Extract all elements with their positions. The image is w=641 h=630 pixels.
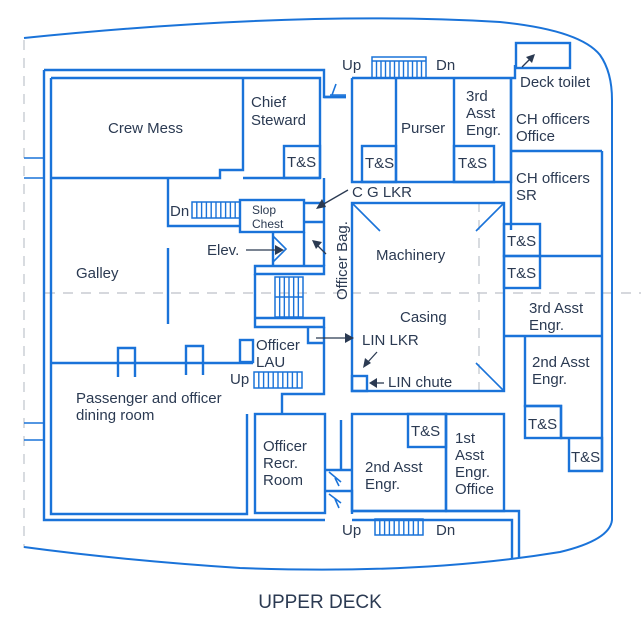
cg-lkr-arrow <box>316 189 349 209</box>
officer-lau-cabinet <box>238 338 255 364</box>
room-label-galley: Galley <box>76 265 119 282</box>
ts-label: T&S <box>528 416 557 433</box>
purser-ts-room <box>360 144 398 184</box>
machinery-casing <box>350 201 506 393</box>
room-label-2nd-asst-engr-bottom: 2nd Asst Engr. <box>365 459 427 493</box>
deck-title: UPPER DECK <box>258 592 382 613</box>
room-label-officer-lau: Officer LAU <box>256 337 304 371</box>
crew-mess-wall <box>51 78 245 180</box>
central-stair-enclosure <box>253 264 326 276</box>
ts-label: T&S <box>571 449 600 466</box>
room-label-slop-chest: Slop Chest <box>252 203 284 231</box>
room-label-3rd-asst-engr-right: 3rd Asst Engr. <box>529 300 587 334</box>
room-label-officer-bag: Officer Bag. <box>334 221 351 300</box>
callout-lin-chute: LIN chute <box>388 374 452 391</box>
stair-label-up: Up <box>342 522 361 539</box>
officer-lau-wall <box>280 327 326 414</box>
top-stair-rungs <box>372 60 426 78</box>
room-label-3rd-asst-engr: 3rd Asst Engr. <box>466 88 501 139</box>
room-label-machinery: Machinery <box>376 247 446 264</box>
door-icon <box>328 471 342 487</box>
ts-room-right-3 <box>523 404 563 440</box>
elevator-door-icon <box>272 235 288 263</box>
deck-toilet-room <box>514 41 572 70</box>
callout-lin-lkr: LIN LKR <box>362 332 419 349</box>
stair-label-dn: Dn <box>170 203 189 220</box>
third-asst-ts-room <box>452 144 496 184</box>
inner-wall-left <box>51 76 322 178</box>
ts-label: T&S <box>458 155 487 172</box>
ts-label: T&S <box>507 233 536 250</box>
lin-chute-box <box>350 374 369 393</box>
inner-wall-left-vertical <box>49 78 249 516</box>
callout-elev: Elev. <box>207 242 239 259</box>
elevator-shaft <box>271 232 306 266</box>
room-label-ch-officers-sr: CH officers SR <box>516 170 594 204</box>
stair-label-dn: Dn <box>436 522 455 539</box>
officer-bag-arrow <box>312 240 327 255</box>
callout-cg-lkr: C G LKR <box>352 184 412 201</box>
lin-lkr-arrow <box>316 333 354 343</box>
ts-label: T&S <box>287 154 316 171</box>
cg-lkr-wall <box>304 178 326 266</box>
stair-label-up: Up <box>342 57 361 74</box>
ts-label: T&S <box>365 155 394 172</box>
room-label-officer-recr: Officer Recr. Room <box>263 438 311 489</box>
outer-wall <box>44 68 346 99</box>
bottom-corridor-wall <box>352 509 521 558</box>
casing-corner-mark <box>351 202 505 392</box>
galley-stair-wall <box>166 178 240 228</box>
deck-toilet-arrow <box>521 54 535 68</box>
elev-arrow <box>246 245 284 255</box>
officer-recr-room <box>253 412 327 515</box>
stair-label-dn: Dn <box>436 57 455 74</box>
room-label-deck-toilet: Deck toilet <box>520 74 591 91</box>
room-label-casing: Casing <box>400 309 447 326</box>
chief-steward-ts-room <box>282 144 322 180</box>
room-label-1st-asst-engr-office: 1st Asst Engr. Office <box>455 430 494 498</box>
dining-counter <box>184 344 205 375</box>
lau-stair-rungs <box>258 372 298 388</box>
dining-counter <box>116 346 137 377</box>
door-icon <box>328 493 342 509</box>
galley-stair-rungs <box>196 202 236 218</box>
room-label-crew-mess: Crew Mess <box>108 120 183 137</box>
door-icon <box>330 83 346 96</box>
ts-label: T&S <box>507 265 536 282</box>
room-label-chief-steward: Chief Steward <box>251 94 306 129</box>
bottom-stair-rungs <box>379 519 419 535</box>
room-label-dining: Passenger and officer dining room <box>76 390 226 424</box>
central-stair-rungs <box>275 277 303 317</box>
ts-label: T&S <box>411 423 440 440</box>
outer-wall-left <box>42 70 325 522</box>
ts-room-right-2 <box>502 254 542 290</box>
stair-label-up: Up <box>230 371 249 388</box>
lin-chute-arrow <box>363 351 384 388</box>
lower-corridor-wall <box>325 420 352 472</box>
hull-outline <box>23 17 613 571</box>
room-label-ch-officers-office: CH officers Office <box>516 111 594 145</box>
third-asst-right-wall <box>504 254 602 338</box>
room-label-purser: Purser <box>401 120 445 137</box>
room-label-2nd-asst-engr-right: 2nd Asst Engr. <box>532 354 594 388</box>
